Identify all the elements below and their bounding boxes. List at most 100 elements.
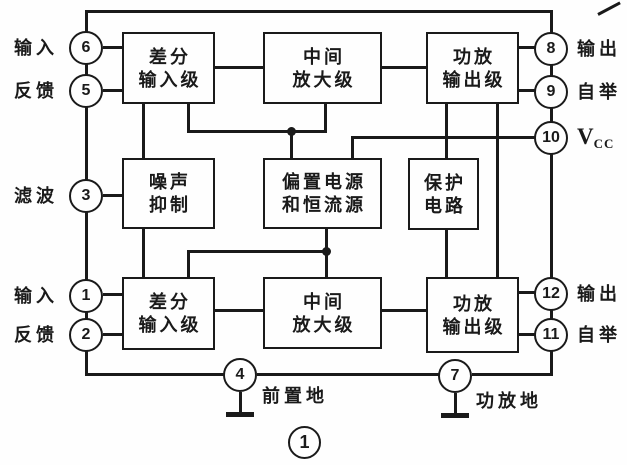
pin-label-preamp-ground: 前置地 xyxy=(262,386,328,406)
pin-2: 2 xyxy=(69,318,103,352)
pin-9: 9 xyxy=(534,75,568,109)
pin-number: 6 xyxy=(81,39,91,56)
pin-number: 12 xyxy=(542,285,560,302)
block-diff-input-top: 差分 输入级 xyxy=(122,32,215,104)
pin-4: 4 xyxy=(223,358,257,392)
block-mid-amp-bottom: 中间 放大级 xyxy=(263,277,382,349)
wire xyxy=(324,104,327,132)
pin-5: 5 xyxy=(69,74,103,108)
block-label: 和恒流源 xyxy=(282,195,366,215)
wire xyxy=(187,130,327,133)
block-noise-suppression: 噪声 抑制 xyxy=(122,158,215,229)
vcc-v: V xyxy=(577,124,594,149)
wire xyxy=(550,310,553,320)
pin-10: 10 xyxy=(534,121,568,155)
pin-1: 1 xyxy=(69,279,103,313)
pin-label-bootstrap-bottom: 自举 xyxy=(577,325,621,345)
pin-number: 1 xyxy=(81,287,91,304)
ground-symbol-bar xyxy=(226,412,254,417)
pin-6: 6 xyxy=(69,31,103,65)
wire xyxy=(85,351,88,376)
block-label: 输入级 xyxy=(138,69,202,90)
pin-label-vcc: VCC xyxy=(577,124,614,152)
vcc-sub: CC xyxy=(593,136,615,152)
block-label: 差分 xyxy=(149,46,191,67)
wire xyxy=(550,351,553,376)
junction-dot xyxy=(322,247,331,256)
block-label: 放大级 xyxy=(292,69,356,90)
wire xyxy=(215,66,263,69)
pin-number: 3 xyxy=(81,187,91,204)
wire xyxy=(382,66,426,69)
wire xyxy=(519,89,536,92)
wire xyxy=(85,107,88,181)
block-protection-circuit: 保护 电路 xyxy=(408,158,479,230)
pin-label-output-bottom: 输出 xyxy=(577,284,621,304)
pin-number: 10 xyxy=(542,129,560,146)
pin-12: 12 xyxy=(534,277,568,311)
ground-symbol-stub xyxy=(239,392,242,413)
wire xyxy=(519,333,536,336)
pin-number: 7 xyxy=(450,367,460,384)
wire xyxy=(382,309,426,312)
wire xyxy=(519,291,536,294)
block-bias-supply: 偏置电源 和恒流源 xyxy=(263,158,382,229)
pin-label-filter: 滤波 xyxy=(14,186,58,206)
wire xyxy=(86,373,224,376)
ground-symbol-stub xyxy=(454,393,457,414)
wire xyxy=(472,373,553,376)
block-label: 抑制 xyxy=(149,195,191,215)
wire xyxy=(85,212,88,281)
ground-symbol-bar xyxy=(441,413,469,418)
wire xyxy=(519,46,536,49)
block-label: 放大级 xyxy=(292,314,356,335)
pin-3: 3 xyxy=(69,179,103,213)
wire xyxy=(496,104,499,278)
pin-label-bootstrap-top: 自举 xyxy=(577,82,621,102)
pin-label-feedback-bottom: 反馈 xyxy=(14,325,58,345)
wire xyxy=(445,229,448,278)
wire xyxy=(85,311,88,321)
pin-number: 11 xyxy=(542,326,560,343)
wire xyxy=(215,309,263,312)
wire xyxy=(103,194,123,197)
block-label: 差分 xyxy=(149,292,191,312)
block-label: 功放 xyxy=(453,293,495,314)
pin-number: 8 xyxy=(546,40,556,57)
wire xyxy=(103,46,123,49)
wire xyxy=(550,65,553,77)
wire xyxy=(445,104,448,160)
pin-label-power-ground: 功放地 xyxy=(476,391,542,411)
wire xyxy=(142,229,145,278)
pin-number: 9 xyxy=(546,83,556,100)
pin-label-input-top: 输入 xyxy=(14,38,58,58)
block-label: 保护 xyxy=(424,172,466,193)
wire xyxy=(85,10,88,32)
pin-8: 8 xyxy=(534,32,568,66)
block-label: 功放 xyxy=(453,46,495,67)
pin-label-input-bottom: 输入 xyxy=(14,286,58,306)
wire xyxy=(290,130,293,160)
pin-number: 4 xyxy=(235,366,245,383)
figure-caption: 1 xyxy=(288,426,321,459)
pin-number: 2 xyxy=(81,326,91,343)
block-label: 电路 xyxy=(424,195,466,216)
wire xyxy=(86,10,553,13)
wire xyxy=(103,89,123,92)
wire xyxy=(187,104,190,132)
wire xyxy=(550,108,553,123)
junction-dot xyxy=(287,127,296,136)
block-label: 输出级 xyxy=(442,69,506,90)
block-label: 输出级 xyxy=(442,316,506,337)
wire xyxy=(142,104,145,159)
pin-label-feedback-top: 反馈 xyxy=(14,81,58,101)
block-mid-amp-top: 中间 放大级 xyxy=(263,32,382,104)
wire xyxy=(351,136,535,139)
wire xyxy=(187,250,329,253)
block-diff-input-bottom: 差分 输入级 xyxy=(122,277,215,350)
block-power-output-bottom: 功放 输出级 xyxy=(426,277,519,353)
block-label: 中间 xyxy=(303,46,345,67)
block-label: 噪声 xyxy=(149,172,191,192)
pin-number: 5 xyxy=(81,82,91,99)
